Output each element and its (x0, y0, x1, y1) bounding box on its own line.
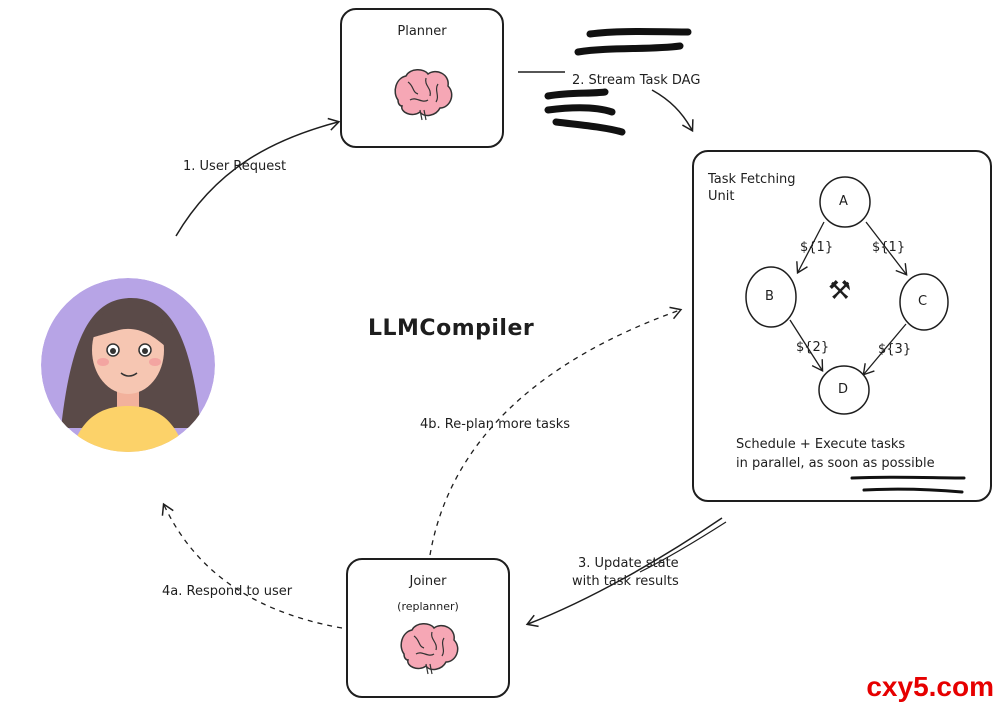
dag-node-d-label: D (838, 382, 849, 397)
step-update-state-line2: with task results (572, 574, 679, 589)
watermark: cxy5.com (866, 671, 994, 702)
dag-edge-b-d (789, 319, 824, 372)
dag-edge-label-c-d: ${3} (878, 342, 912, 357)
arrow-replan (429, 306, 683, 556)
dag-node-c-label: C (918, 294, 928, 309)
planner-box: Planner (340, 8, 504, 148)
hammer-wrench-icon: ⚒ (828, 276, 852, 306)
step-stream-dag: 2. Stream Task DAG (572, 73, 701, 88)
diagram-title: LLMCompiler (368, 316, 535, 341)
step-respond: 4a. Respond to user (162, 584, 293, 599)
step-replan: 4b. Re-plan more tasks (420, 417, 571, 432)
dag-node-d (818, 365, 870, 415)
dag-edge-label-b-d: ${2} (796, 340, 830, 355)
scribble-top (574, 28, 692, 56)
scribble-bottom (544, 88, 626, 136)
joiner-box: Joiner (replanner) (346, 558, 510, 698)
arrow-update-state (525, 517, 723, 628)
caption-underline (850, 475, 966, 494)
dag-edge-label-a-b: ${1} (800, 240, 834, 255)
user-avatar (41, 278, 215, 452)
planner-label: Planner (397, 24, 447, 39)
arrow-respond (161, 502, 343, 629)
dag-edge-a-b (796, 221, 825, 275)
arrow-user-request (175, 117, 341, 237)
arrow-stream-dag-tip (651, 89, 694, 133)
dag-node-a (819, 176, 871, 228)
dag-graph (745, 176, 949, 415)
dag-edge-a-c (865, 221, 908, 276)
joiner-label: Joiner (409, 574, 447, 589)
dag-edge-label-a-c: ${1} (872, 240, 906, 255)
dag-node-a-label: A (839, 194, 848, 209)
tfu-caption-line2: in parallel, as soon as possible (736, 456, 935, 471)
tfu-label-line2: Unit (708, 189, 735, 204)
task-fetching-unit-box: Task Fetching Unit A B C D ${1} ${1} ${2… (692, 150, 992, 502)
brain-icon (396, 620, 462, 680)
step-user-request: 1. User Request (183, 159, 287, 174)
step-update-state-line1: 3. Update state (578, 556, 679, 571)
brain-icon (390, 66, 456, 126)
arrow-update-state-double (639, 521, 727, 573)
dag-edge-c-d (862, 323, 907, 376)
dag-node-c (899, 273, 949, 331)
tfu-label-line1: Task Fetching (708, 172, 796, 187)
joiner-sublabel: (replanner) (397, 600, 459, 613)
tfu-caption-line1: Schedule + Execute tasks (736, 437, 906, 452)
dag-node-b-label: B (765, 289, 774, 304)
dag-node-b (745, 266, 797, 328)
